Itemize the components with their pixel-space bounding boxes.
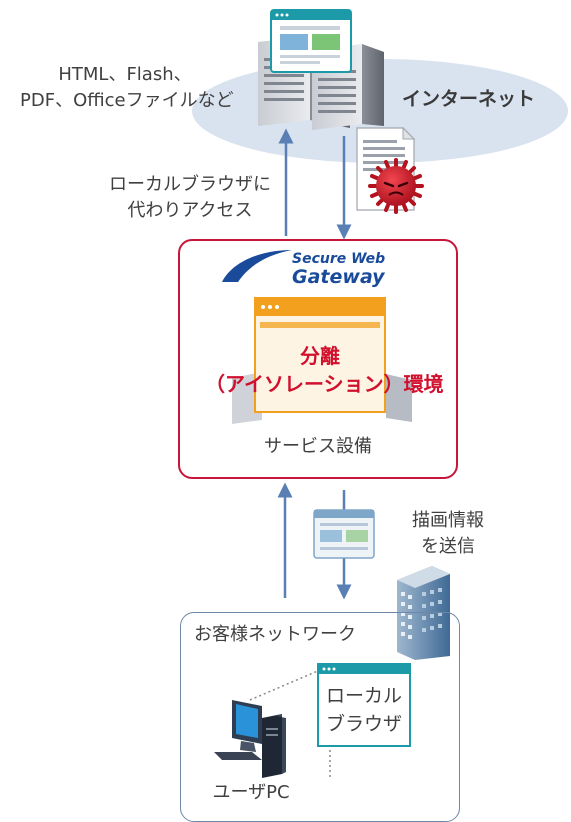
malware-virus-icon xyxy=(368,158,424,214)
file-types-label: HTML、Flash、 PDF、Officeファイルなど xyxy=(20,62,234,114)
upstream-note-line2: 代わりアクセス xyxy=(127,200,253,221)
isolation-env-line2: （アイソレーション）環境 xyxy=(205,372,444,396)
browser-window-icon xyxy=(270,9,352,73)
downstream-note-line1: 描画情報 xyxy=(412,510,484,531)
file-types-line2: PDF、Officeファイルなど xyxy=(20,90,234,111)
local-browser-label: ローカル ブラウザ xyxy=(320,682,408,738)
gateway-service-box xyxy=(178,239,458,479)
local-browser-line1: ローカル xyxy=(325,685,402,707)
internet-label: インターネット xyxy=(402,88,536,110)
gateway-logo-line1: Secure Web xyxy=(292,251,386,267)
desktop-pc-icon xyxy=(214,700,286,778)
service-facility-label: サービス設備 xyxy=(264,436,372,457)
downstream-note-line2: を送信 xyxy=(421,536,475,557)
upstream-note: ローカルブラウザに 代わりアクセス xyxy=(100,172,280,224)
isolation-window-frame xyxy=(254,297,386,413)
browser-window-icon xyxy=(313,509,375,559)
user-pc-label: ユーザPC xyxy=(212,782,290,803)
isolation-env-line1: 分離 xyxy=(300,344,340,368)
gateway-logo-line2: Gateway xyxy=(292,266,385,288)
gateway-logo: Secure Web Gateway xyxy=(292,250,386,288)
isolation-env-label: 分離 （アイソレーション）環境 xyxy=(205,342,444,398)
browser-window-icon xyxy=(317,663,411,747)
gateway-logo-swoosh xyxy=(222,250,292,282)
office-building-icon xyxy=(397,566,450,660)
local-browser-line2: ブラウザ xyxy=(325,713,402,735)
upstream-note-line1: ローカルブラウザに xyxy=(109,174,271,195)
file-types-line1: HTML、Flash、 xyxy=(58,64,192,85)
downstream-note: 描画情報 を送信 xyxy=(388,508,508,560)
customer-network-title: お客様ネットワーク xyxy=(194,624,356,645)
